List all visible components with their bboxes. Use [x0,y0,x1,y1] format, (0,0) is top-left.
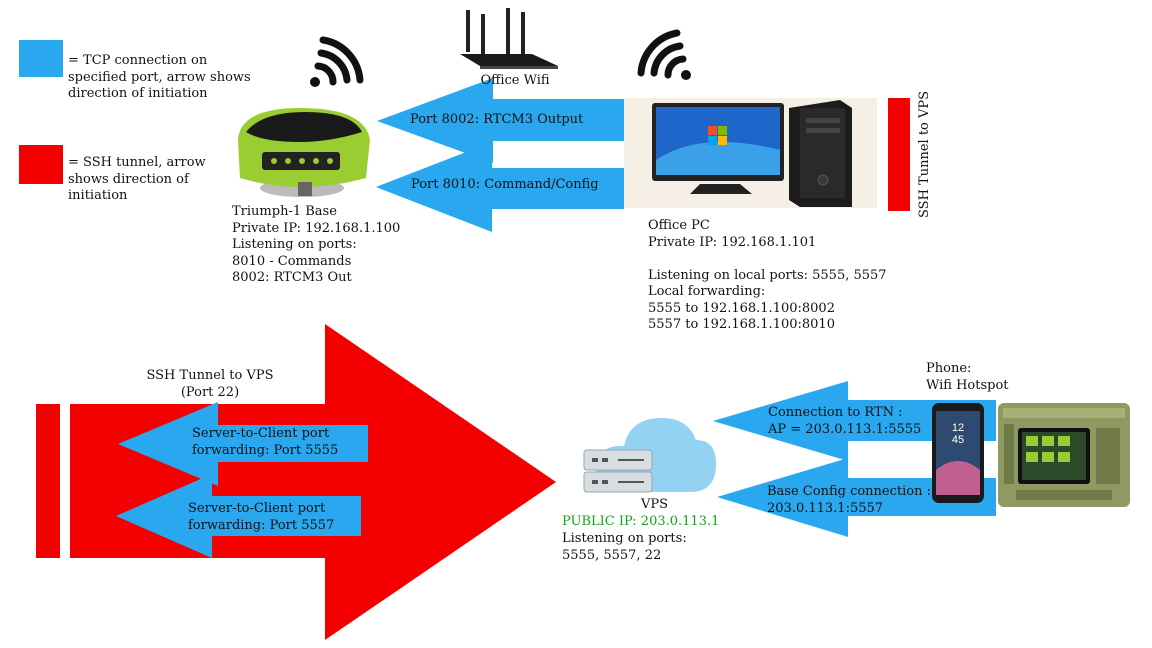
vps-listening: Listening on ports: 5555, 5557, 22 [562,531,687,563]
router-label: Office Wifi [480,73,550,88]
config-arrow-label: Base Config connection : 203.0.113.1:555… [767,484,931,516]
vps-public-ip: PUBLIC IP: 203.0.113.1 [562,514,720,529]
desktop-pc-icon [624,98,877,208]
cloud-server-icon [583,418,716,493]
ssh-tunnel-label: SSH Tunnel to VPS (Port 22) [146,368,274,400]
legend-ssh-swatch [19,145,63,184]
command-arrow-label: Port 8010: Command/Config [411,177,599,192]
rtn-arrow-label: Connection to RTN : AP = 203.0.113.1:555… [768,405,922,437]
rtn-arrow [713,381,996,461]
config-arrow [717,458,996,537]
vps-title: VPS [641,497,669,512]
legend-ssh-text: = SSH tunnel, arrow shows direction of i… [68,155,206,203]
command-arrow [376,142,624,232]
office-pc-info: Office PC Private IP: 192.168.1.101 List… [648,218,887,332]
fwd-5555-label: Server-to-Client port forwarding: Port 5… [192,426,339,458]
ssh-tunnel-arrow [70,324,556,640]
pc-ssh-tunnel-bar [888,98,910,211]
rtcm-arrow [377,78,624,163]
gnss-receiver-icon [238,108,370,197]
phone-clock: 12 45 [951,422,965,446]
ssh-tunnel-bar [36,404,60,558]
legend-tcp-swatch [19,40,63,77]
base-info: Triumph-1 Base Private IP: 192.168.1.100… [232,204,401,285]
fwd-5557-arrow [116,474,361,558]
smartphone-icon [932,403,984,503]
field-controller-icon [998,403,1130,507]
pc-ssh-tunnel-label: SSH Tunnel to VPS [917,90,932,218]
wifi-signal-icon-left [310,36,364,87]
wifi-router-icon [460,8,558,69]
rtcm-arrow-label: Port 8002: RTCM3 Output [410,112,584,127]
legend-tcp-text: = TCP connection on specified port, arro… [68,53,251,101]
phone-label: Phone: Wifi Hotspot [926,361,1009,393]
wifi-signal-icon-right [637,29,691,80]
fwd-5555-arrow [118,402,368,486]
fwd-5557-label: Server-to-Client port forwarding: Port 5… [188,501,335,533]
